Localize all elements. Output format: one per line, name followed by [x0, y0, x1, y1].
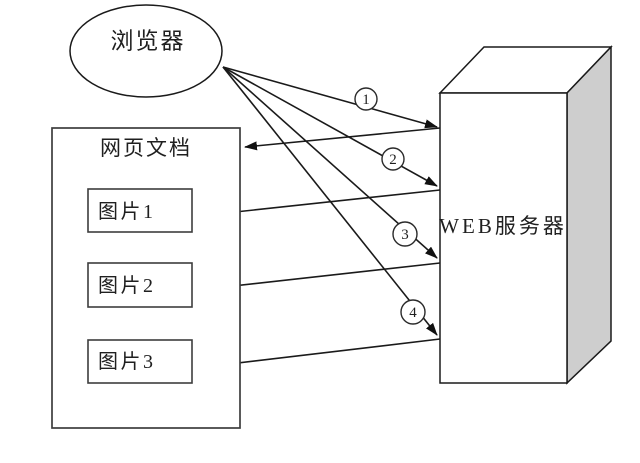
step-number-1: 1	[362, 92, 370, 108]
image-label-3: 图片3	[98, 350, 156, 373]
request-arrows-group	[222, 66, 438, 336]
step-badges-group: 1 2 3 4	[354, 87, 426, 325]
image-box-1	[87, 188, 193, 233]
step-number-4: 4	[409, 305, 417, 321]
browser-label: 浏览器	[111, 29, 186, 54]
image-box-2	[87, 262, 193, 308]
image-box-3	[87, 339, 193, 384]
step-badge-3	[392, 221, 418, 247]
step-number-2: 2	[389, 152, 397, 168]
step-badge-2	[381, 147, 405, 171]
request-line-2	[222, 66, 438, 187]
step-number-3: 3	[401, 227, 409, 243]
server-node	[438, 45, 613, 385]
step-badge-4	[400, 299, 426, 325]
server-side-face	[566, 45, 612, 385]
server-front-face	[439, 92, 568, 384]
image-label-1: 图片1	[98, 200, 156, 223]
document-label: 网页文档	[100, 136, 192, 160]
response-line-document	[244, 127, 441, 151]
request-line-4	[222, 66, 438, 336]
browser-node	[69, 4, 223, 98]
server-label: WEB服务器	[439, 214, 567, 238]
request-line-1	[222, 66, 438, 129]
image-label-2: 图片2	[98, 274, 156, 297]
step-badge-1	[354, 87, 378, 111]
